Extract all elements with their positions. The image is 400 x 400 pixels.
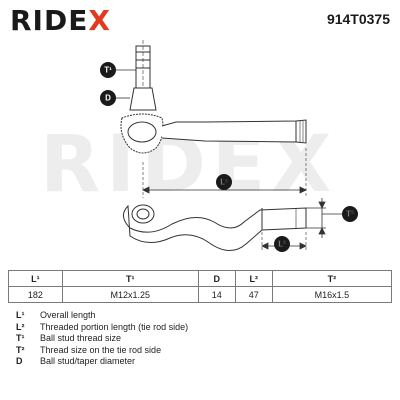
header: RIDEX 914T0375 xyxy=(0,0,400,38)
top-view xyxy=(120,40,307,154)
ridex-logo: RIDEX xyxy=(10,4,111,37)
table-header: T² xyxy=(271,270,393,287)
legend-key: T¹ xyxy=(16,333,25,343)
dimension-l1: L¹ xyxy=(142,148,307,198)
callout-t2: T² xyxy=(306,198,358,238)
legend-text: Thread size on the tie rod side xyxy=(40,344,162,355)
part-number: 914T0375 xyxy=(326,11,390,27)
table-cell: 47 xyxy=(234,286,273,303)
legend-item: T² Thread size on the tie rod side xyxy=(16,345,188,357)
legend-text: Threaded portion length (tie rod side) xyxy=(40,321,189,332)
dimension-l2: L² xyxy=(261,232,307,252)
legend-key: L² xyxy=(16,321,25,332)
callout-d: D xyxy=(100,90,130,106)
legend-item: D Ball stud/taper diameter xyxy=(16,356,188,368)
table-header: L¹ xyxy=(8,270,63,287)
table-header: T¹ xyxy=(61,270,199,287)
legend-text: Overall length xyxy=(40,310,96,320)
legend-key: L¹ xyxy=(16,310,25,320)
logo-x: X xyxy=(88,4,111,37)
legend-key: T² xyxy=(16,344,25,355)
logo-text: RIDE xyxy=(10,4,89,37)
table-cell: M16x1.5 xyxy=(271,286,393,303)
table-cell: M12x1.25 xyxy=(61,286,199,303)
legend-item: T¹ Ball stud thread size xyxy=(16,333,188,345)
callout-t1: T¹ xyxy=(100,62,136,78)
callout-l1-label: L¹ xyxy=(220,178,228,187)
tie-rod-end-drawing: T¹ D L¹ T² xyxy=(100,40,358,252)
dimension-table: L¹ T¹ D L² T² 182 M12x1.25 14 47 M16x1.5 xyxy=(8,270,393,303)
table-header: L² xyxy=(234,270,273,287)
legend: L¹ Overall length L² Threaded portion leng… xyxy=(16,310,188,368)
callout-d-label: D xyxy=(105,94,111,103)
legend-item: L² Threaded portion length (tie rod side) xyxy=(16,322,188,334)
table-cell: 182 xyxy=(8,286,63,303)
callout-t2-label: T² xyxy=(346,210,354,219)
side-view xyxy=(123,204,307,251)
callout-l2-label: L² xyxy=(278,240,286,249)
table-header: D xyxy=(197,270,236,287)
table-cell: 14 xyxy=(197,286,236,303)
table-header-row: L¹ T¹ D L² T² xyxy=(8,270,393,287)
legend-item: L¹ Overall length xyxy=(16,310,188,322)
legend-text: Ball stud thread size xyxy=(40,333,122,343)
legend-key: D xyxy=(16,356,23,366)
legend-text: Ball stud/taper diameter xyxy=(40,356,136,366)
table-row: 182 M12x1.25 14 47 M16x1.5 xyxy=(8,286,393,303)
callout-t1-label: T¹ xyxy=(104,66,112,75)
